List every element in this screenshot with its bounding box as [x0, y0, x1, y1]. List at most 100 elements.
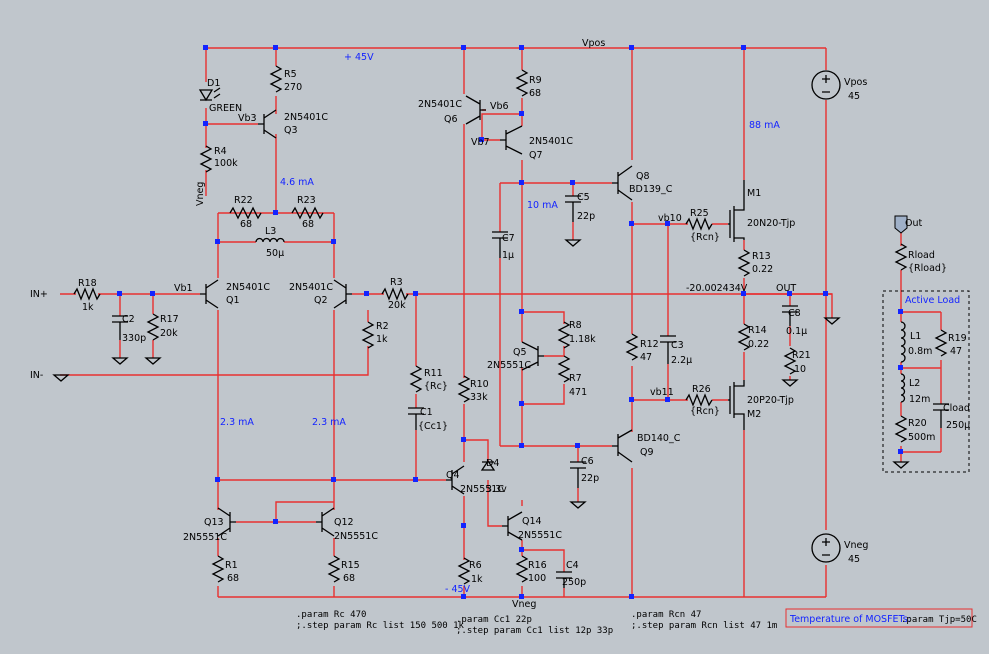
- r16-symbol: [515, 555, 529, 583]
- cload-symbol: [933, 403, 949, 428]
- r7-symbol: [557, 355, 571, 383]
- c5-name: C5: [577, 192, 590, 203]
- vpos-source-symbol: [811, 70, 841, 100]
- q9-symbol: [612, 429, 633, 463]
- q4-value: 2N5551C: [460, 484, 504, 495]
- r19-value: 47: [950, 346, 962, 357]
- q9-value: BD140_C: [637, 433, 681, 444]
- q1-symbol: [200, 279, 219, 309]
- vneg-source-symbol: [811, 533, 841, 563]
- r1-value: 68: [227, 573, 239, 584]
- r25-symbol: [685, 217, 713, 231]
- vb6-label: Vb6: [490, 101, 509, 112]
- r23-name: R23: [297, 195, 316, 206]
- m1-value: 20N20-Tjp: [747, 218, 795, 229]
- r3-name: R3: [390, 277, 403, 288]
- r1-symbol: [211, 555, 225, 583]
- q1-name: Q1: [226, 295, 240, 306]
- r20-value: 500m: [908, 432, 935, 443]
- diodes: [198, 87, 496, 471]
- resistors: [73, 65, 948, 585]
- q14-name: Q14: [522, 516, 542, 527]
- c3-value: 2.2µ: [671, 355, 692, 366]
- q5-symbol: [521, 341, 544, 371]
- r18-symbol: [73, 287, 101, 301]
- r15-value: 68: [343, 573, 355, 584]
- r21-symbol: [783, 347, 797, 375]
- cc1-param: .param Cc1 22p: [456, 615, 532, 625]
- inductors: [255, 237, 906, 403]
- q2-value: 2N5401C: [289, 282, 333, 293]
- vb7-label: Vb7: [471, 137, 490, 148]
- r17-name: R17: [160, 314, 179, 325]
- q3-current: 4.6 mA: [280, 177, 314, 188]
- r21-name: R21: [792, 350, 811, 361]
- m2-name: M2: [747, 409, 761, 420]
- r20-name: R20: [908, 418, 927, 429]
- d1-value: GREEN: [209, 103, 242, 114]
- l3-value: 50µ: [266, 248, 284, 259]
- d4-value: 3.3v: [486, 484, 507, 495]
- r20-symbol: [894, 415, 908, 443]
- r7-value: 471: [569, 387, 587, 398]
- l1-value: 0.8m: [908, 346, 932, 357]
- r2-name: R2: [376, 321, 389, 332]
- ground-c2: [111, 357, 129, 365]
- c3-symbol: [660, 335, 676, 364]
- vb10-label: vb10: [658, 213, 682, 224]
- r13-value: 0.22: [752, 264, 773, 275]
- l1-symbol: [900, 321, 906, 363]
- q6-value: 2N5401C: [418, 99, 462, 110]
- c5-symbol: [565, 195, 581, 222]
- rload-symbol: [894, 243, 908, 271]
- ground-r17: [144, 357, 162, 365]
- pos-supply-label: + 45V: [344, 52, 374, 63]
- mosfets: [728, 180, 745, 430]
- c4-name: C4: [566, 560, 579, 571]
- r13-symbol: [737, 249, 751, 277]
- q6-symbol: [465, 95, 486, 125]
- d4-name: D4: [486, 458, 499, 469]
- out-port: [894, 215, 908, 234]
- q1-value: 2N5401C: [226, 282, 270, 293]
- r22-value: 68: [240, 219, 252, 230]
- r5-symbol: [269, 65, 283, 93]
- capacitors: [112, 195, 949, 588]
- vb11-label: vb11: [650, 387, 674, 398]
- rc-step: ;.step param Rc list 150 500 1k: [296, 621, 465, 631]
- rcn-param: .param Rcn 47: [631, 610, 701, 620]
- r6-symbol: [457, 557, 471, 585]
- r2-symbol: [361, 321, 375, 349]
- ground-load: [892, 461, 910, 469]
- d1-name: D1: [207, 78, 220, 89]
- r14-symbol: [737, 323, 751, 351]
- r4-symbol: [199, 145, 213, 173]
- r5-value: 270: [284, 82, 302, 93]
- q3-name: Q3: [284, 125, 298, 136]
- q13-symbol: [217, 507, 236, 537]
- c6-name: C6: [581, 456, 594, 467]
- in-plus-label: IN+: [30, 289, 48, 300]
- c3-name: C3: [671, 340, 684, 351]
- d1-symbol: [198, 87, 221, 102]
- c4-symbol: [556, 571, 572, 588]
- r4-vneg-label: Vneg: [195, 182, 206, 206]
- m2-value: 20P20-Tjp: [747, 395, 794, 406]
- r12-symbol: [625, 333, 639, 361]
- r14-name: R14: [748, 325, 767, 336]
- c7-symbol: [492, 231, 508, 258]
- q13-value: 2N5551C: [183, 532, 227, 543]
- r5-name: R5: [284, 69, 297, 80]
- r21-value: 10: [794, 364, 806, 375]
- r19-name: R19: [948, 333, 967, 344]
- ground-in-minus: [52, 374, 70, 382]
- c2-value: 330p: [122, 333, 146, 344]
- q12-symbol: [316, 507, 335, 537]
- r11-name: R11: [424, 368, 443, 379]
- rc-param: .param Rc 470: [296, 610, 366, 620]
- cload-value: 250µ: [946, 420, 970, 431]
- q5-name: Q5: [513, 347, 527, 358]
- cc1-step: ;.step param Cc1 list 12p 33p: [456, 626, 613, 636]
- c2-name: C2: [122, 314, 135, 325]
- r8-value: 1.18k: [569, 334, 596, 345]
